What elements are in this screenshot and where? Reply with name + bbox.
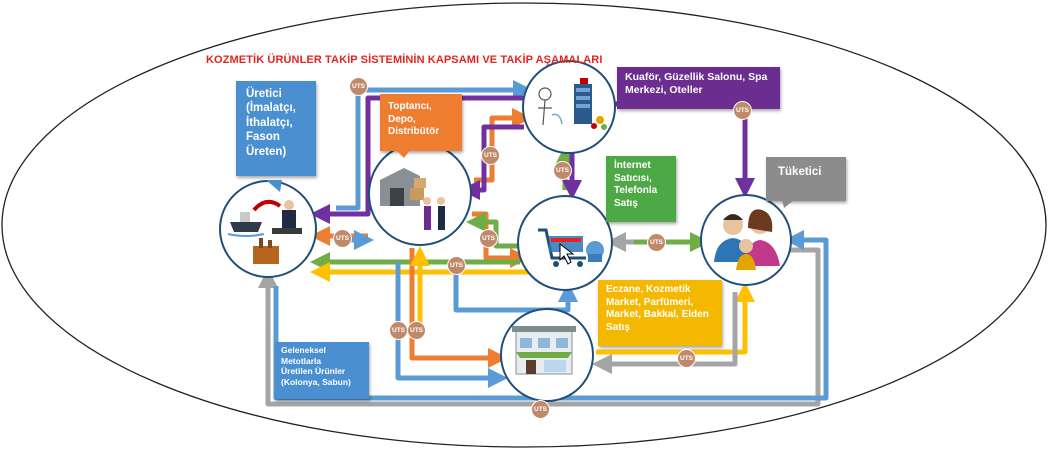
label-producer-text: Üretici (İmalatçı, İthalatçı, Fason Üret… [246,88,296,158]
arrow-pharmacy-to-consumer [596,282,755,355]
arrow-producer-to-internet [453,262,578,313]
uts-badge: UTS [390,322,407,339]
label-wholesaler: Toptancı, Depo, Distribütör [380,94,462,151]
uts-badge: UTS [408,322,425,339]
label-consumer-pointer [782,200,794,208]
label-internet-text: İnternet Satıcısı, Telefonla Satış [614,160,658,209]
node-pharmacy [500,308,594,402]
node-salon [522,60,616,154]
label-consumer: Tüketici [766,157,846,201]
uts-badge: UTS [648,234,665,251]
label-traditional-text: Geleneksel Metotlarla Üretilen Ürünler (… [281,345,351,387]
uts-badge: UTS [554,162,571,179]
diagram-title: KOZMETİK ÜRÜNLER TAKİP SİSTEMİNİN KAPSAM… [206,54,603,66]
label-producer-pointer [266,180,282,192]
node-producer [219,180,317,278]
node-consumer [700,194,792,286]
node-wholesaler [368,142,472,246]
label-salon: Kuaför, Güzellik Salonu, Spa Merkezi, Ot… [617,67,780,109]
label-traditional: Geleneksel Metotlarla Üretilen Ürünler (… [275,342,369,399]
uts-badge: UTS [734,102,751,119]
arrow-producer-to-salon [336,80,533,211]
uts-badge: UTS [678,350,695,367]
label-salon-text: Kuaför, Güzellik Salonu, Spa Merkezi, Ot… [625,71,768,97]
uts-badge: UTS [334,230,351,247]
node-internet [517,195,613,291]
label-producer: Üretici (İmalatçı, İthalatçı, Fason Üret… [236,81,316,176]
arrow-wholesaler-to-pharmacy-orange [409,248,508,368]
arrow-consumer-to-pharmacy [592,292,738,374]
arrow-wholesaler-to-pharmacy-blue [395,262,508,388]
arrow-consumer-to-producer [258,247,821,407]
label-internet: İnternet Satıcısı, Telefonla Satış [606,156,676,222]
label-pharmacy-text: Eczane, Kozmetik Market, Parfümeri, Mark… [606,284,709,333]
uts-badge: UTS [350,78,367,95]
label-pharmacy: Eczane, Kozmetik Market, Parfümeri, Mark… [598,280,722,346]
label-wholesaler-pointer [396,150,410,158]
uts-badge: UTS [482,147,499,164]
uts-badge: UTS [448,257,465,274]
label-consumer-text: Tüketici [778,166,822,178]
uts-badge: UTS [480,230,497,247]
label-wholesaler-text: Toptancı, Depo, Distribütör [388,101,440,137]
uts-badge: UTS [532,401,549,418]
